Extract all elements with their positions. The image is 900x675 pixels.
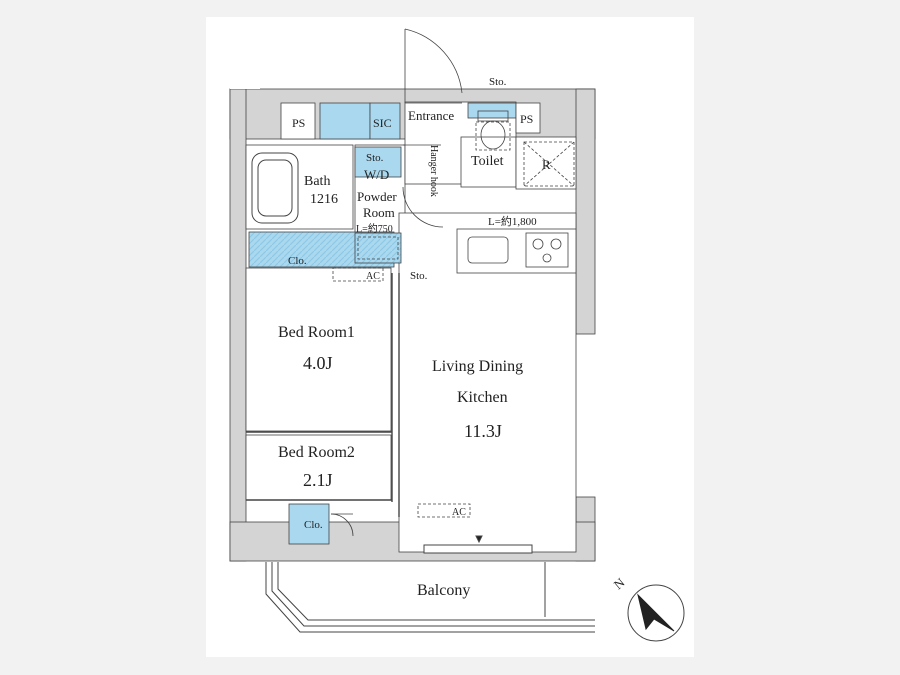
bath-size-label: 1216 [310, 192, 338, 207]
kitchen-counter-label: L=約1,800 [488, 214, 537, 228]
toilet-label: Toilet [471, 154, 504, 169]
north-compass [627, 584, 685, 642]
balcony-label: Balcony [417, 582, 470, 599]
balcony-outline [265, 562, 595, 633]
bedroom1-name: Bed Room1 [278, 324, 355, 341]
ldk-line1: Living Dining [432, 358, 523, 375]
powder-room-line2: Room [363, 205, 395, 220]
room-doors [330, 144, 444, 537]
kitchen-counter [456, 228, 577, 274]
bath-name-label: Bath [304, 174, 330, 189]
entrance-door [404, 28, 463, 104]
ldk-size: 11.3J [464, 421, 502, 441]
refrigerator [523, 141, 575, 187]
wash-basin [357, 236, 399, 260]
bedroom2-name: Bed Room2 [278, 444, 355, 461]
ps-right-box [515, 102, 541, 134]
hanger-hook-label: Hanger hook [428, 145, 439, 197]
north-label: N [611, 574, 628, 592]
ac-upper-label: AC [366, 271, 380, 282]
floor-plan-sheet: PS SIC Entrance Sto. PS Toilet Sto. W/D … [206, 17, 694, 657]
labels: PS SIC Entrance Sto. PS Toilet Sto. W/D … [278, 76, 628, 599]
ps-left-label: PS [292, 116, 305, 130]
partitions [246, 273, 400, 517]
ac-lower-label: AC [452, 507, 466, 518]
powder-room-line1: Powder [357, 189, 397, 204]
floor-plan: PS SIC Entrance Sto. PS Toilet Sto. W/D … [229, 28, 685, 642]
closet-upper-label: Clo. [288, 255, 307, 267]
ps-right-label: PS [520, 112, 533, 126]
refrigerator-label: R [542, 157, 551, 172]
ldk-line2: Kitchen [457, 389, 508, 406]
sto-lower-label: Sto. [410, 270, 428, 282]
sto-wd-label: Sto. [366, 152, 384, 164]
sic-label: SIC [373, 116, 392, 130]
sto-top-label: Sto. [489, 76, 507, 88]
ac-units [332, 267, 471, 518]
ps-left-box [280, 102, 316, 140]
closet-lower-label: Clo. [304, 519, 323, 531]
bedroom1-size: 4.0J [303, 353, 333, 373]
powder-counter-label: L=約750 [356, 222, 393, 235]
bathtub [251, 152, 299, 224]
ldk-window [423, 535, 533, 554]
bedroom2-size: 2.1J [303, 470, 333, 490]
washer-label: W/D [364, 167, 389, 182]
entrance-label: Entrance [408, 108, 454, 123]
storage-areas [248, 102, 517, 545]
toilet-fixture [475, 110, 511, 151]
